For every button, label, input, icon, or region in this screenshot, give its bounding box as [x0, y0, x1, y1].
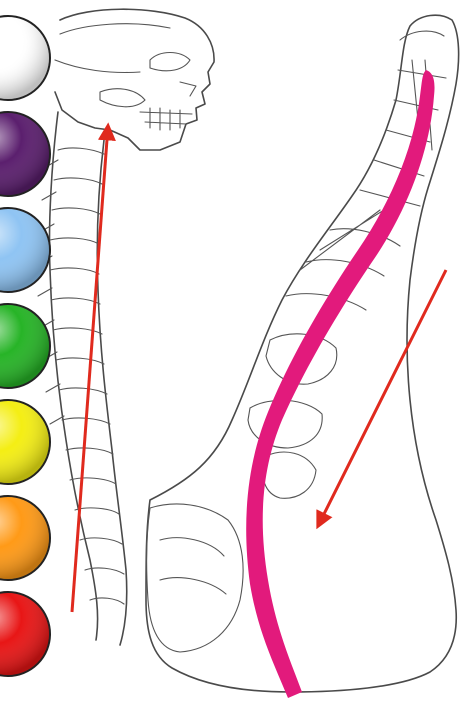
chakra-root-shine: [0, 593, 49, 675]
teeth: [140, 108, 192, 130]
chakra-sacral-shine: [0, 497, 49, 579]
chakra-heart-shine: [0, 305, 49, 387]
foot-curve: [246, 70, 434, 698]
skull-outline: [55, 9, 214, 150]
chakra-crown-shine: [0, 17, 49, 99]
heel-bone: [147, 504, 243, 652]
skull-sutures: [55, 24, 170, 73]
chakra-third-eye-shine: [0, 113, 49, 195]
skeleton-drawing: [38, 9, 214, 645]
chakra-throat-shine: [0, 209, 49, 291]
chakra-solar-plexus-shine: [0, 401, 49, 483]
eye-socket: [150, 53, 190, 71]
ear-region: [100, 89, 145, 107]
chakra-column: [0, 16, 50, 676]
nasal-cavity: [180, 82, 196, 96]
